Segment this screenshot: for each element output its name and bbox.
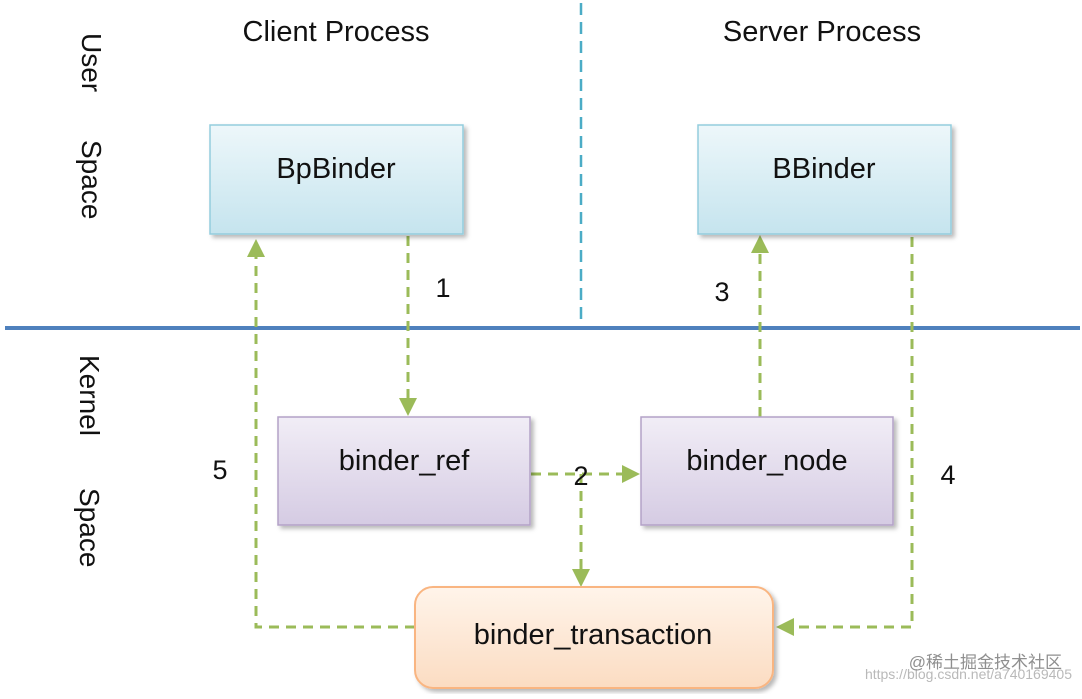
arrowhead-4 <box>776 618 794 636</box>
watermark-url: https://blog.csdn.net/a740169405 <box>865 666 1072 682</box>
bbinder-label: BBinder <box>772 153 876 185</box>
step-5-label: 5 <box>212 455 227 485</box>
user-space-label: Space <box>76 140 107 219</box>
binder-node-box: binder_node <box>640 416 894 526</box>
arrowhead-3 <box>751 235 769 253</box>
binder-transaction-box: binder_transaction <box>414 586 774 689</box>
arrow-5-transaction-to-bpbinder <box>254 256 415 629</box>
watermark-site: @稀土掘金技术社区 <box>909 653 1062 672</box>
arrowhead-2-right <box>622 465 640 483</box>
server-process-heading: Server Process <box>723 16 921 48</box>
binder-ref-box: binder_ref <box>277 416 531 526</box>
step-1-label: 1 <box>435 273 450 303</box>
step-2-label: 2 <box>573 461 588 491</box>
arrowhead-2-down <box>572 569 590 587</box>
binder-ref-label: binder_ref <box>339 445 471 477</box>
kernel-label: Kernel <box>74 355 105 436</box>
arrow-4-bbinder-to-transaction <box>794 237 914 629</box>
step-4-label: 4 <box>940 460 955 490</box>
binder-node-label: binder_node <box>686 445 847 477</box>
user-label: User <box>76 33 107 92</box>
client-process-heading: Client Process <box>243 16 430 48</box>
arrowhead-5 <box>247 239 265 257</box>
binder-transaction-label: binder_transaction <box>474 619 713 651</box>
kernel-space-label: Space <box>74 488 105 567</box>
bpbinder-box: BpBinder <box>209 124 464 235</box>
bbinder-box: BBinder <box>697 124 952 235</box>
arrowhead-1 <box>399 398 417 416</box>
step-3-label: 3 <box>714 277 729 307</box>
bpbinder-label: BpBinder <box>276 153 396 185</box>
